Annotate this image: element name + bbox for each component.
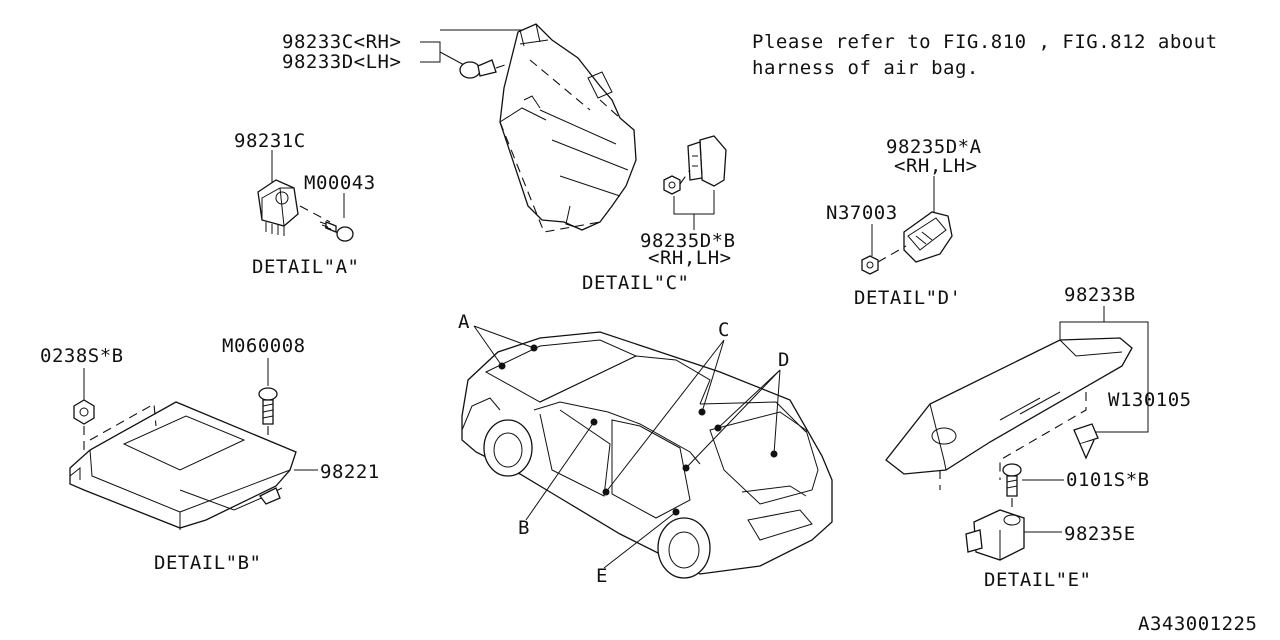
detail-b: 0238S*B M060008 98221 DETAIL"B": [40, 335, 380, 574]
sensor-98235d-a-label: 98235D*A: [886, 136, 982, 158]
wheel-icon: [483, 419, 533, 477]
detail-e: 98233B W130105 0101S*B: [885, 284, 1192, 591]
bolt-icon: [319, 221, 354, 242]
callout-d: D: [778, 349, 790, 371]
callout-leaders: [473, 325, 781, 569]
sensor-98231c-label: 98231C: [234, 130, 306, 152]
sensor-98235e-label: 98235E: [1064, 523, 1136, 545]
note-line-2: harness of air bag.: [752, 57, 979, 79]
side-impact-sensor-icon: [687, 135, 727, 187]
callout-c: C: [718, 319, 730, 341]
bolt-icon: [1002, 463, 1022, 497]
cover-98233c-label: 98233C<RH>: [282, 31, 401, 53]
detail-b-title: DETAIL"B": [154, 552, 261, 574]
bolt-icon: [258, 387, 278, 425]
bolt-m060008-label: M060008: [222, 335, 306, 357]
figure-code: A343001225: [1138, 613, 1257, 635]
wheel-icon: [657, 517, 711, 579]
note-line-1: Please refer to FIG.810 , FIG.812 about: [752, 31, 1218, 53]
harness-note: Please refer to FIG.810 , FIG.812 about …: [752, 31, 1218, 79]
clip-icon: [1073, 423, 1099, 460]
detail-d-title: DETAIL"D': [854, 287, 961, 309]
rear-impact-sensor-icon: [903, 211, 953, 263]
nut-n37003-label: N37003: [826, 202, 898, 224]
assembly-line: [877, 245, 907, 263]
detail-e-title: DETAIL"E": [984, 569, 1091, 591]
rear-impact-sensor-e-icon: [965, 509, 1025, 561]
detail-c: 98233C<RH> 98233D<LH>: [282, 23, 736, 294]
assembly-line: [679, 169, 691, 185]
sensor-98235d-b-label: 98235D*B: [640, 230, 736, 252]
side-cover-icon: [499, 23, 637, 233]
bracket-leader: [673, 190, 715, 215]
detail-a: 98231C M00043 DETAIL"A": [234, 130, 376, 278]
clip-icon: [459, 59, 497, 79]
nut-icon: [73, 399, 95, 425]
rear-bracket-icon: [885, 337, 1133, 490]
bracket-leader: [420, 41, 441, 63]
sensor-side-label: <RH,LH>: [648, 247, 732, 269]
leader-line: [439, 29, 528, 67]
bolt-0101s-label: 0101S*B: [1066, 469, 1150, 491]
bolt-m00043-label: M00043: [304, 172, 376, 194]
clip-w130105-label: W130105: [1108, 389, 1192, 411]
nut-0238s-label: 0238S*B: [40, 345, 124, 367]
callout-a: A: [458, 311, 470, 333]
control-unit-98221-label: 98221: [320, 461, 380, 483]
assembly-line: [299, 205, 331, 223]
detail-a-title: DETAIL"A": [252, 256, 359, 278]
airbag-control-unit-icon: [69, 401, 297, 530]
sensor-location-markers: [498, 344, 778, 516]
bracket-leader: [1059, 321, 1149, 433]
car-body-icon: [461, 331, 833, 575]
nut-icon: [861, 255, 879, 275]
vehicle-overview: A B C D E: [458, 311, 833, 587]
callout-e: E: [596, 565, 608, 587]
cover-98233d-label: 98233D<LH>: [282, 51, 401, 73]
detail-c-title: DETAIL"C": [582, 272, 689, 294]
callout-b: B: [518, 517, 530, 539]
bracket-98233b-label: 98233B: [1064, 284, 1136, 306]
front-impact-sensor-icon: [257, 179, 299, 236]
sensor-side-label: <RH,LH>: [894, 155, 978, 177]
detail-d: 98235D*A <RH,LH> N37003 DETAIL"D': [826, 136, 982, 309]
nut-icon: [663, 175, 681, 195]
